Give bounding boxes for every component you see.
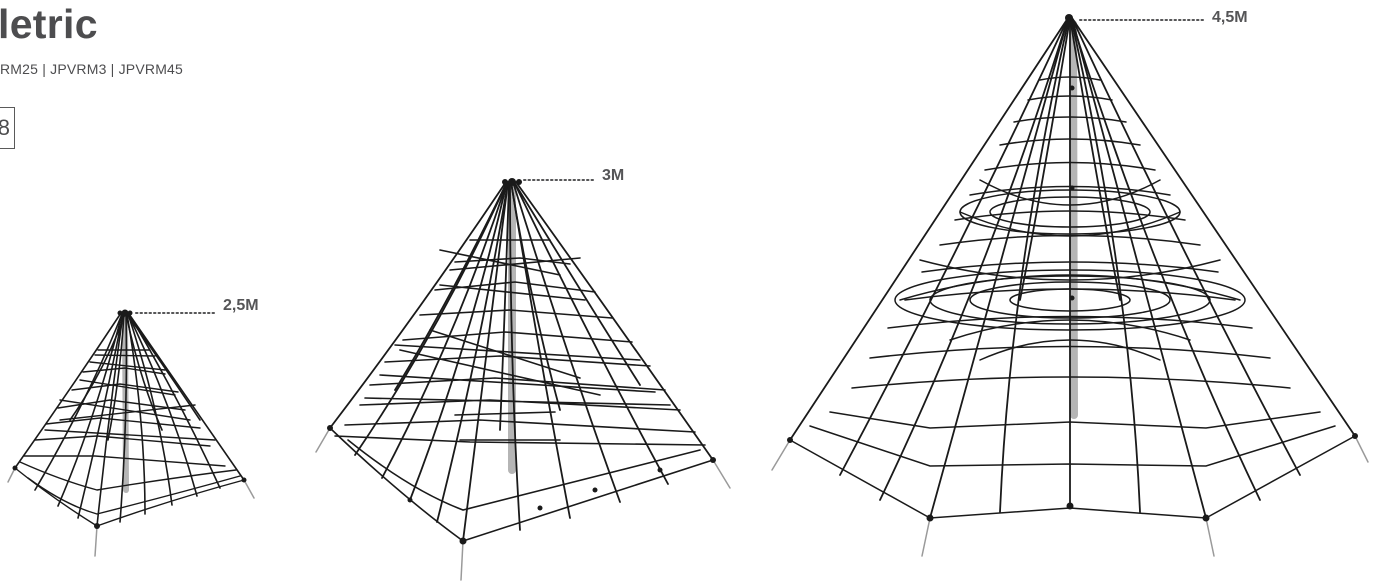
medium-height-label: 3M: [602, 167, 624, 184]
product-codes: RM25 | JPVRM3 | JPVRM45: [0, 61, 184, 77]
small-height-marker: 2,5M: [135, 297, 259, 314]
large-height-marker: 4,5M: [1079, 9, 1248, 26]
age-badge: 8: [0, 107, 15, 149]
product-title: letric: [0, 1, 98, 47]
small-rope-pyramid: [7, 309, 255, 557]
small-height-label: 2,5M: [223, 297, 259, 314]
large-height-label: 4,5M: [1212, 9, 1248, 26]
large-rope-pyramid: [771, 14, 1369, 557]
medium-rope-pyramid: [315, 178, 731, 581]
medium-height-marker: 3M: [523, 167, 624, 184]
